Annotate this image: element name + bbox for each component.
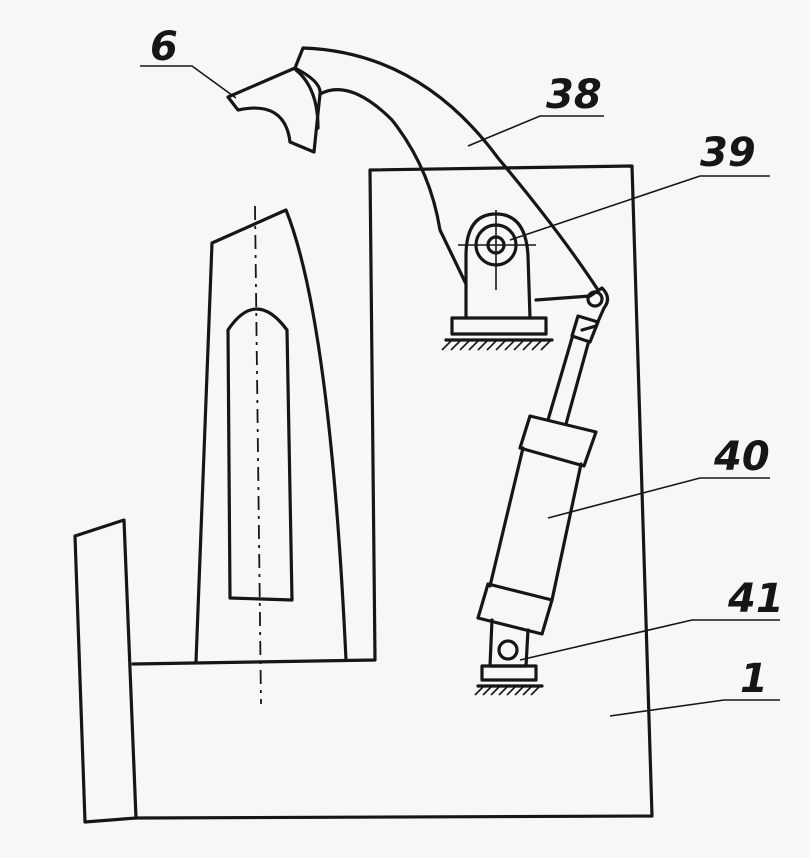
- lower-base-plate: [480, 664, 538, 682]
- hatch-stroke: [468, 339, 480, 351]
- pivot-base-plate: [450, 316, 548, 336]
- arm-outer-edge: [293, 46, 600, 292]
- cylinder-barrel: [488, 446, 583, 602]
- tool-6-crease: [294, 68, 320, 130]
- hatch-stroke: [486, 339, 498, 351]
- leader-1: [609, 699, 780, 717]
- lower-pin: [497, 639, 519, 661]
- hatch-stroke: [450, 339, 462, 351]
- hatch-stroke: [540, 339, 552, 351]
- label-1: 1: [740, 656, 768, 702]
- hatch-stroke: [495, 339, 507, 351]
- tool-6: [226, 66, 322, 154]
- hatch-stroke: [504, 339, 516, 351]
- label-38: 38: [546, 72, 602, 118]
- hatch-stroke: [506, 685, 517, 696]
- post-slot: [226, 307, 294, 602]
- cylinder-bottom-cap: [476, 582, 554, 636]
- rod-eye: [570, 314, 600, 344]
- head-post: [194, 205, 348, 705]
- piston-rod: [546, 336, 590, 426]
- hatch-stroke: [498, 685, 509, 696]
- leader-6: [140, 65, 237, 99]
- hatch-stroke: [522, 685, 533, 696]
- label-40: 40: [713, 434, 770, 480]
- hatch-stroke: [514, 685, 525, 696]
- leader-41: [519, 619, 780, 661]
- base-frame: [73, 164, 654, 824]
- hatch-stroke: [531, 339, 543, 351]
- hatch-stroke: [530, 685, 541, 696]
- label-41: 41: [727, 576, 784, 622]
- pivot-41: [474, 618, 544, 696]
- leader-40: [547, 477, 770, 519]
- arm-link: [534, 286, 610, 332]
- lower-ground-hatch: [474, 685, 541, 696]
- hatch-stroke: [482, 685, 493, 696]
- hatch-stroke: [441, 339, 453, 351]
- arm-38: [226, 46, 600, 292]
- label-6: 6: [150, 24, 178, 70]
- cylinder-40: [476, 314, 600, 636]
- left-plate: [73, 518, 138, 824]
- arm-inner-edge: [318, 88, 468, 286]
- link-pin: [586, 290, 604, 308]
- hatch-stroke: [459, 339, 471, 351]
- pivot-39: [441, 210, 554, 351]
- leader-lines: [140, 65, 780, 717]
- post-outline: [194, 208, 348, 664]
- link-lever: [534, 286, 610, 332]
- leader-38: [467, 115, 604, 147]
- hatch-stroke: [490, 685, 501, 696]
- cylinder-top-cap: [518, 414, 598, 468]
- pivot-ground-hatch: [441, 339, 552, 351]
- hatch-stroke: [477, 339, 489, 351]
- leader-39: [509, 175, 770, 241]
- hatch-stroke: [513, 339, 525, 351]
- hatch-stroke: [474, 685, 485, 696]
- body-outline: [131, 164, 654, 820]
- hatch-stroke: [522, 339, 534, 351]
- label-39: 39: [700, 130, 756, 176]
- post-centerline: [254, 205, 262, 705]
